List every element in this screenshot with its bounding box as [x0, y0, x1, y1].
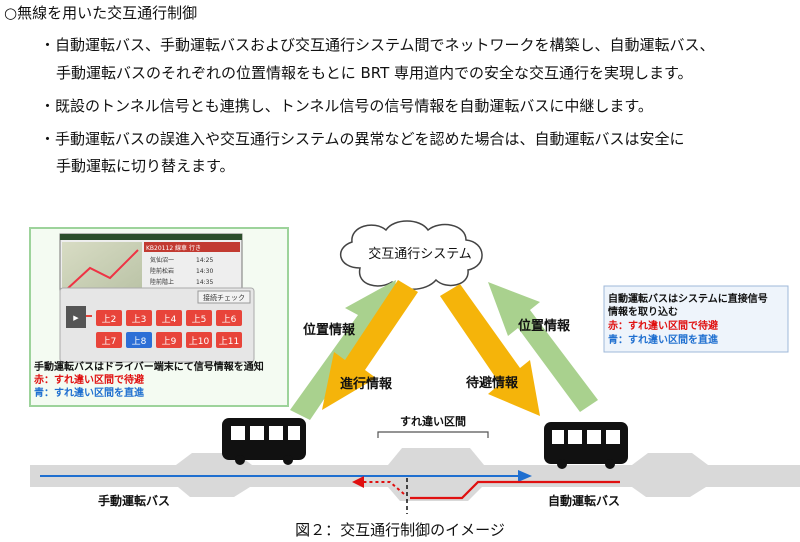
- stop-button-label: 上10: [189, 336, 210, 347]
- auto-bus-icon: [544, 422, 628, 469]
- figure-caption: 図２：交互通行制御のイメージ: [295, 521, 505, 539]
- arrow-right-wait-down: [440, 284, 540, 416]
- screen-row-time: 14:30: [196, 268, 213, 275]
- right-blue-legend: 青：すれ違い区間を直進: [608, 333, 719, 346]
- stop-button-label: 上9: [162, 336, 177, 347]
- panel-caption: 手動運転バスはドライバー端末にて信号情報を通知: [34, 360, 264, 373]
- stop-button[interactable]: [126, 310, 152, 326]
- stop-button[interactable]: [186, 310, 212, 326]
- screen-row-name: 陸前階上: [150, 278, 174, 286]
- svg-text:▶: ▶: [73, 314, 79, 322]
- screen-row-name: 陸前松岩: [150, 267, 174, 275]
- stop-button-label: 上3: [132, 314, 147, 325]
- arrow-right-position-up: [488, 282, 598, 412]
- red-route: [352, 476, 620, 500]
- stop-button[interactable]: [126, 332, 152, 348]
- manual-bus-icon: [222, 418, 306, 465]
- label-left-position: 位置情報: [303, 322, 356, 338]
- traffic-control-diagram: 交互通行システム KB20112 線車 行き 気仙沼一 14:25 陸前松岩 1…: [29, 220, 800, 514]
- arrow-left-position-up: [290, 280, 396, 420]
- connection-check-label: 接続チェック: [203, 293, 245, 302]
- manual-bus-panel: KB20112 線車 行き 気仙沼一 14:25 陸前松岩 14:30 陸前階上…: [29, 227, 289, 407]
- right-red-legend: 赤：すれ違い区間で待避: [608, 319, 718, 332]
- screen-header: KB20112 線車 行き: [146, 244, 201, 252]
- stop-button[interactable]: [216, 310, 242, 326]
- label-left-progress: 進行情報: [340, 376, 393, 392]
- stop-button[interactable]: [156, 310, 182, 326]
- auto-bus-panel: 自動運転バスはシステムに直接信号 情報を取り込む 赤：すれ違い区間で待避 青：す…: [603, 285, 789, 353]
- heading: ○無線を用いた交互通行制御: [4, 4, 198, 22]
- stop-button-label: 上5: [192, 314, 207, 325]
- stop-button-label: 上6: [222, 314, 237, 325]
- stop-button-label: 上8: [132, 336, 147, 347]
- stop-button-label: 上2: [102, 314, 117, 325]
- auto-bus-label: 自動運転バス: [548, 493, 620, 508]
- stop-button[interactable]: [186, 332, 212, 348]
- screen-row-time: 14:35: [196, 279, 213, 286]
- connection-check-button[interactable]: [197, 290, 251, 304]
- bullet-1-line-2: 手動運転バスのそれぞれの位置情報をもとに BRT 専用道内での安全な交互通行を実…: [56, 64, 693, 82]
- stop-button[interactable]: [216, 332, 242, 348]
- bullet-3-line-1: ・手動運転バスの誤進入や交互通行システムの異常などを認めた場合は、自動運転バスは…: [40, 130, 685, 148]
- bullet-1-line-1: ・自動運転バス、手動運転バスおよび交互通行システム間でネットワークを構築し、自動…: [40, 36, 715, 54]
- screen-row-name: 気仙沼一: [150, 256, 174, 264]
- stop-button-label: 上4: [162, 314, 177, 325]
- label-right-position: 位置情報: [518, 318, 571, 334]
- passing-section-bracket: すれ違い区間: [377, 414, 489, 438]
- cloud-label: 交互通行システム: [368, 246, 472, 262]
- stop-button-label: 上11: [219, 336, 239, 347]
- stop-button[interactable]: [96, 310, 122, 326]
- stop-button-label: 上7: [102, 336, 117, 347]
- bullet-2: ・既設のトンネル信号とも連携し、トンネル信号の信号情報を自動運転バスに中継します…: [40, 97, 653, 115]
- passing-section-label: すれ違い区間: [400, 414, 466, 428]
- stop-button[interactable]: [156, 332, 182, 348]
- manual-bus-label: 手動運転バス: [98, 493, 170, 508]
- cloud-system: 交互通行システム: [340, 220, 483, 290]
- right-panel-line2: 情報を取り込む: [608, 305, 678, 318]
- panel-blue-legend: 青：すれ違い区間を直進: [34, 386, 145, 399]
- blue-route: [40, 470, 532, 482]
- arrow-left-progress-down: [322, 280, 418, 410]
- bullet-3-line-2: 手動運転に切り替えます。: [56, 157, 235, 175]
- right-panel-line1: 自動運転バスはシステムに直接信号: [608, 292, 768, 305]
- label-right-wait: 待避情報: [465, 375, 519, 391]
- panel-red-legend: 赤：すれ違い区間で待避: [34, 373, 144, 386]
- screen-row-time: 14:25: [196, 257, 213, 264]
- stop-button[interactable]: [96, 332, 122, 348]
